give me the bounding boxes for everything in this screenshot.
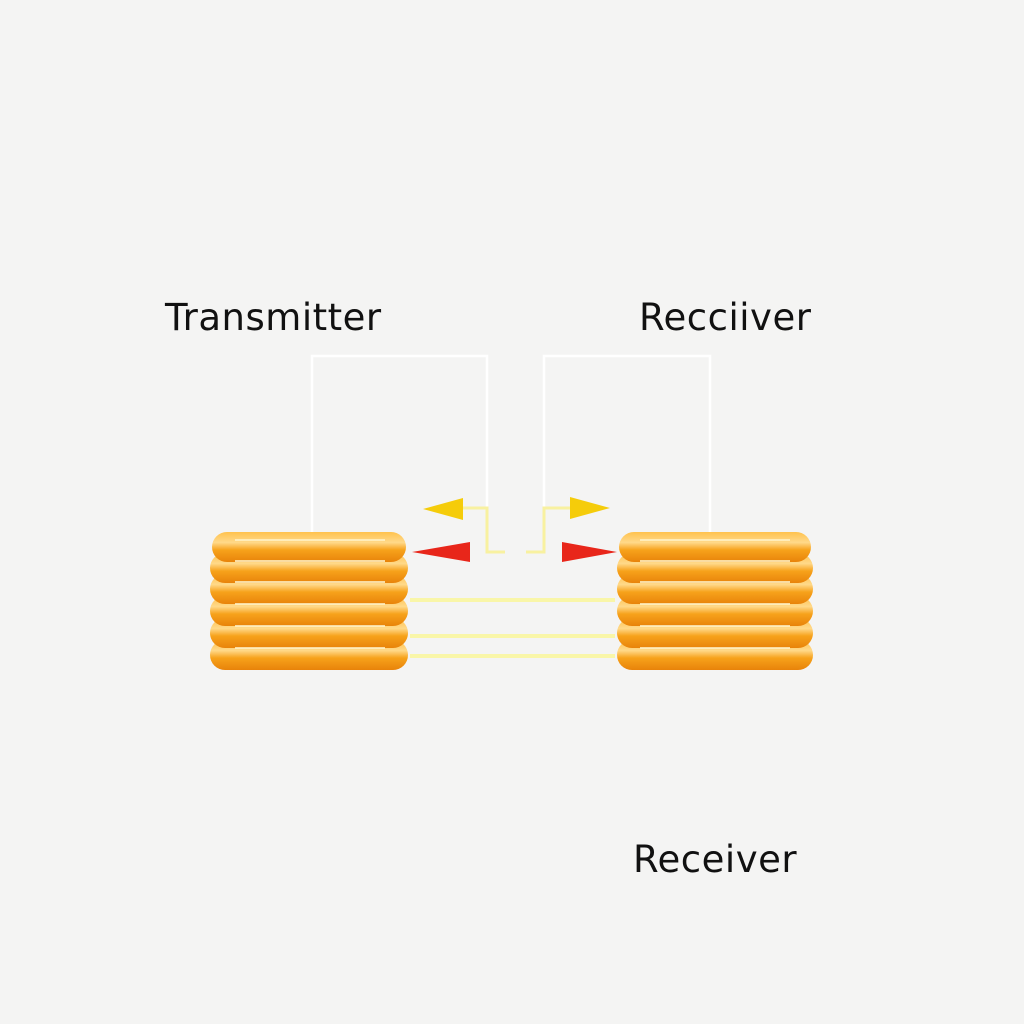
receiver-wire — [526, 354, 712, 554]
receiver-coil — [617, 532, 813, 670]
transmitter-wire — [310, 354, 505, 554]
receiver-label-bottom: Receiver — [633, 838, 798, 881]
red-arrow-right-icon — [562, 542, 617, 562]
yellow-arrow-left-icon — [423, 498, 463, 520]
field-lines — [410, 598, 615, 658]
receiver-label-top: Recciiver — [639, 296, 812, 339]
signal-path — [450, 506, 575, 554]
yellow-arrow-right-icon — [570, 497, 610, 519]
red-arrow-left-icon — [412, 542, 470, 562]
transmitter-label: Transmitter — [165, 296, 382, 339]
transmitter-coil — [210, 532, 408, 670]
